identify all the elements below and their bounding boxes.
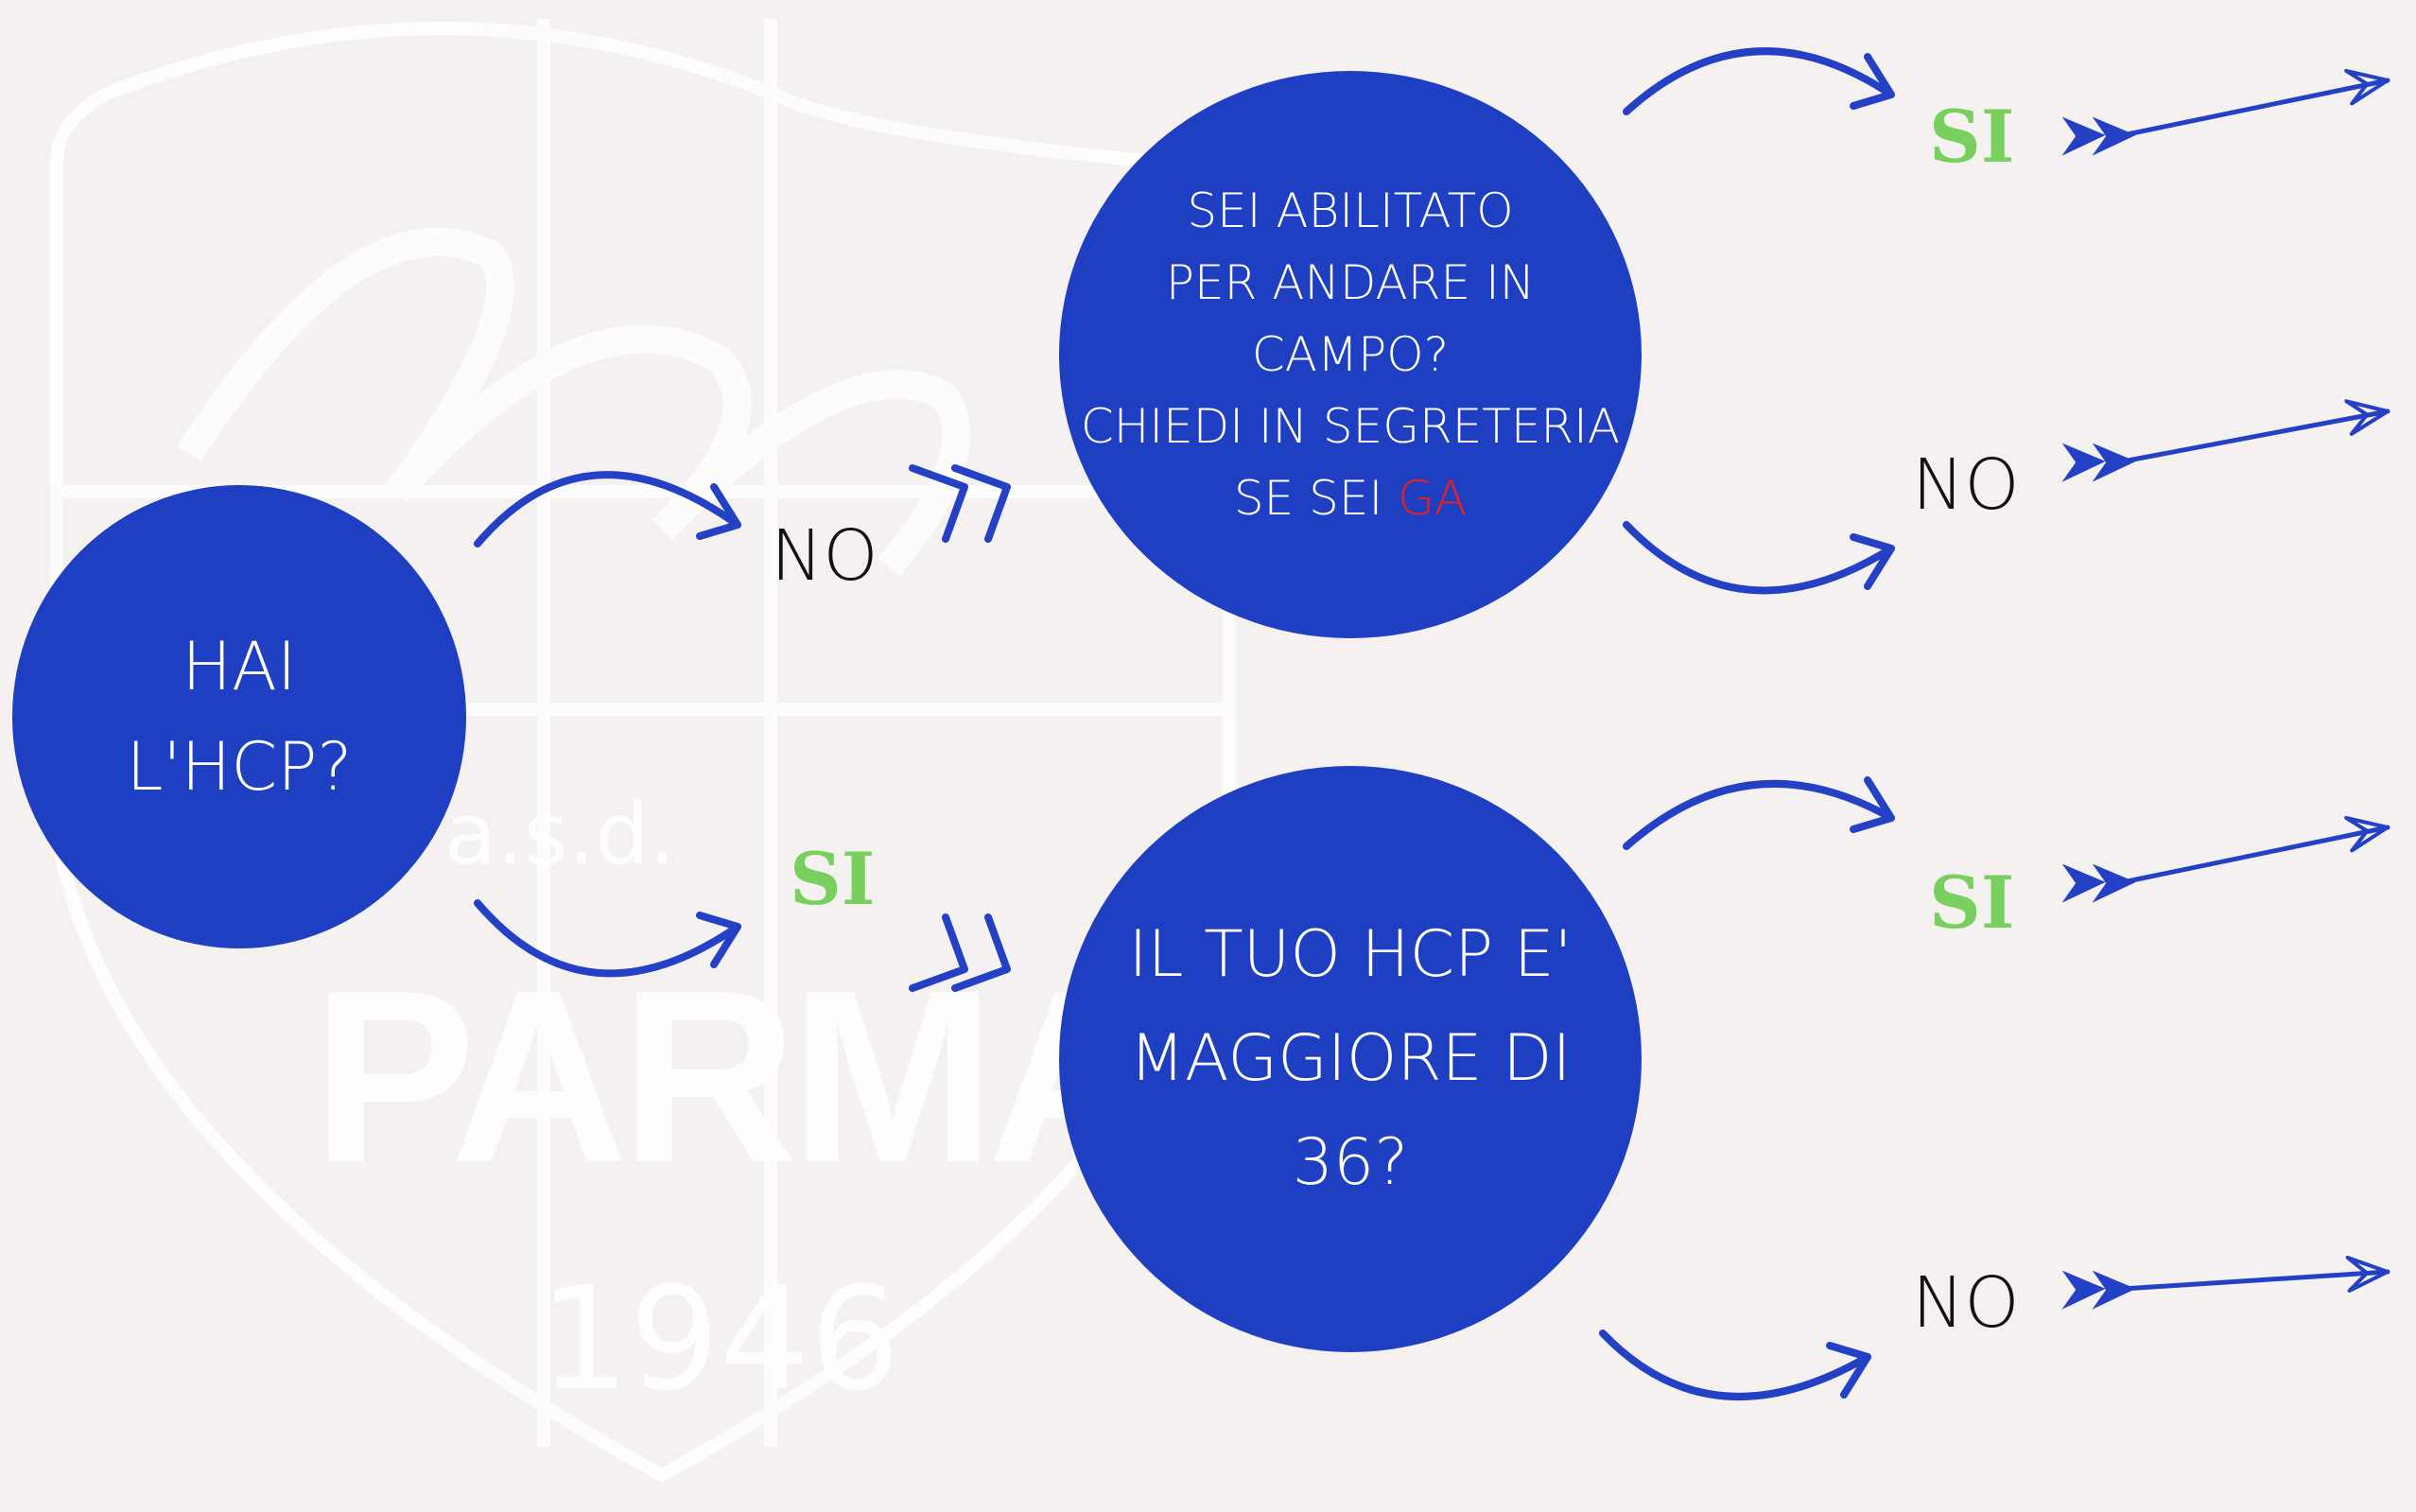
start-si-label: SI — [790, 837, 876, 921]
feathered-arrow-fletch-icon — [2092, 116, 2136, 156]
curved-arrow-head-icon — [696, 483, 741, 540]
node-start: HAI L'HCP? — [12, 485, 466, 948]
feathered-arrow-fletch-icon — [2092, 863, 2136, 903]
node-hcp: IL TUO HCP E' MAGGIORE DI 36? — [1059, 766, 1642, 1352]
feathered-arrow-head-icon — [2344, 399, 2390, 436]
feathered-arrow-icon — [2120, 825, 2390, 885]
ga-highlight: GA — [1398, 471, 1468, 526]
node-start-line: L'HCP? — [126, 728, 353, 806]
feathered-arrow-icon — [2120, 408, 2390, 464]
feathered-arrow-icon — [2120, 78, 2390, 138]
curved-arrow-icon — [474, 899, 741, 978]
watermark-abbr: a.s.d. — [444, 785, 676, 884]
curved-arrow-head-icon — [1850, 533, 1895, 590]
double-chevron-icon — [951, 913, 1011, 992]
node-hcp-line: MAGGIORE DI — [1129, 1021, 1572, 1096]
node-abilitato-line: CAMPO? — [1251, 327, 1450, 382]
feathered-arrow-head-icon — [2345, 1255, 2390, 1293]
watermark-script-loop — [177, 228, 971, 577]
feathered-arrow-fletch-icon — [2092, 1270, 2136, 1310]
curved-arrow-head-icon — [696, 912, 741, 968]
curved-arrow-icon — [1623, 47, 1895, 115]
node-abilitato-line-prefix: SE SEI — [1233, 471, 1399, 526]
node-abilitato-line: CHIEDI IN SEGRETERIA — [1080, 399, 1621, 454]
feathered-arrow-head-icon — [2344, 68, 2390, 106]
double-chevron-icon — [951, 464, 1011, 543]
node-start-line: HAI — [182, 628, 297, 705]
node-hcp-line: 36? — [1292, 1125, 1409, 1200]
feathered-arrow-fletch-icon — [2092, 443, 2136, 482]
feathered-arrow-fletch-icon — [2061, 1270, 2106, 1310]
feathered-arrow-icon — [2120, 1269, 2390, 1292]
feathered-arrow-fletch-icon — [2061, 443, 2106, 482]
curved-arrow-head-icon — [1850, 53, 1895, 110]
feathered-arrow-fletch-icon — [2061, 116, 2106, 156]
curved-arrow-icon — [1623, 779, 1895, 850]
curved-arrow-icon — [474, 471, 741, 547]
curved-arrow-head-icon — [1826, 1342, 1871, 1399]
curved-arrow-icon — [1599, 1330, 1871, 1400]
abilitato-si-label: SI — [1929, 95, 2015, 179]
hcp-no-label: NO — [1912, 1262, 2020, 1344]
node-abilitato-last-line: SE SEI GA — [1234, 462, 1467, 534]
feathered-arrow-fletch-icon — [2061, 863, 2106, 903]
abilitato-no-label: NO — [1912, 444, 2020, 526]
watermark-city: PARMA — [312, 940, 1165, 1214]
node-hcp-line: IL TUO HCP E' — [1128, 917, 1573, 992]
curved-arrow-icon — [1623, 521, 1895, 595]
feathered-arrow-head-icon — [2344, 815, 2390, 853]
curved-arrow-head-icon — [1850, 776, 1895, 833]
double-chevron-icon — [909, 913, 968, 992]
watermark-year: 1946 — [539, 1258, 900, 1422]
double-chevron-icon — [909, 464, 968, 543]
hcp-si-label: SI — [1929, 860, 2015, 945]
node-abilitato: SEI ABILITATO PER ANDARE IN CAMPO? CHIED… — [1059, 71, 1642, 638]
node-abilitato-line: SEI ABILITATO — [1187, 183, 1514, 238]
start-no-label: NO — [771, 515, 878, 597]
node-abilitato-line: PER ANDARE IN — [1165, 255, 1536, 310]
